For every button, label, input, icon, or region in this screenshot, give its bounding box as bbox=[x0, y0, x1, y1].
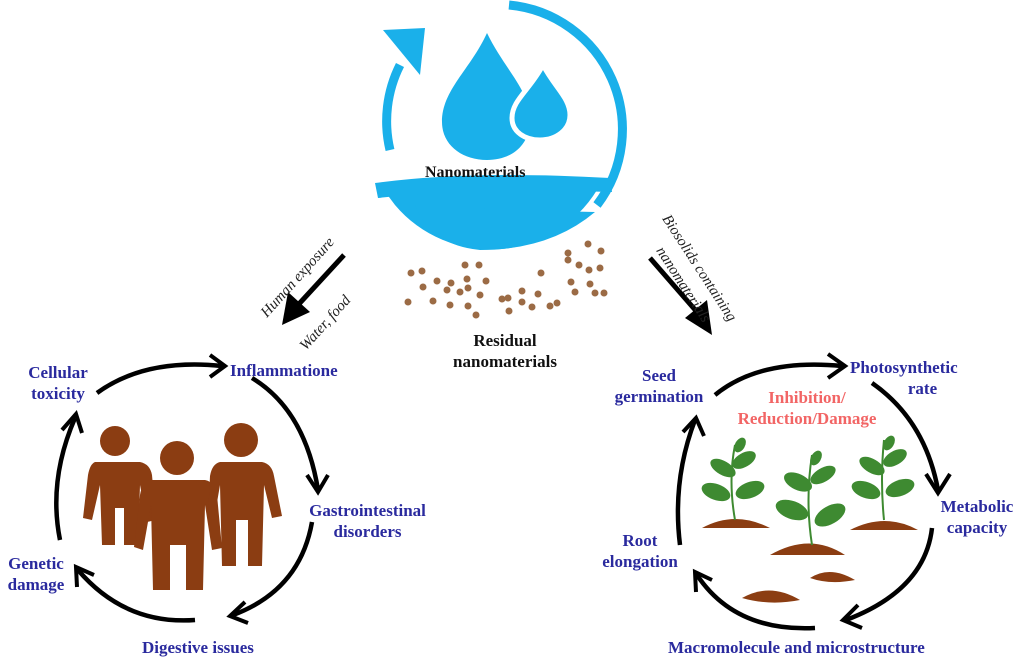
label-line: disorders bbox=[333, 522, 402, 541]
label-line: Photosynthetic bbox=[850, 358, 958, 377]
label-line: Inhibition/ bbox=[768, 388, 846, 407]
nanoparticle-dot bbox=[461, 261, 469, 269]
root-elongation-label: Root elongation bbox=[590, 530, 690, 572]
nanoparticle-dot bbox=[518, 298, 526, 306]
nanoparticle-dot bbox=[505, 307, 513, 315]
nanoparticle-dot bbox=[546, 302, 554, 310]
nanoparticle-dot bbox=[419, 283, 427, 291]
nanomaterials-title: Nanomaterials bbox=[425, 164, 526, 181]
small-drop-icon bbox=[509, 59, 573, 143]
label-line: elongation bbox=[602, 552, 678, 571]
residual-nanomaterials-label: Residual nanomaterials bbox=[450, 330, 560, 372]
seed-germination-label: Seed germination bbox=[604, 365, 714, 407]
metabolic-capacity-label: Metabolic capacity bbox=[930, 496, 1024, 538]
nanoparticle-dot bbox=[404, 298, 412, 306]
plants-icon bbox=[701, 435, 918, 603]
large-drop-icon bbox=[442, 33, 530, 160]
nanoparticle-dot bbox=[464, 284, 472, 292]
nanoparticle-dot bbox=[600, 289, 608, 297]
nanoparticle-dot bbox=[528, 303, 536, 311]
genetic-damage-label: Genetic damage bbox=[0, 553, 72, 595]
nanoparticle-dot bbox=[584, 240, 592, 248]
plant-cycle-arrows bbox=[675, 352, 952, 631]
nanoparticle-dot bbox=[482, 277, 490, 285]
inflammation-label: Inflammatione bbox=[230, 361, 338, 380]
label-line: damage bbox=[7, 575, 65, 594]
nanoparticle-dot bbox=[407, 269, 415, 277]
residual-particles bbox=[404, 240, 608, 319]
nanoparticle-dot bbox=[498, 295, 506, 303]
nanoparticle-dot bbox=[596, 264, 604, 272]
label-line: Seed bbox=[642, 366, 676, 385]
nanoparticle-dot bbox=[518, 287, 526, 295]
human-exposure-arrow bbox=[282, 253, 346, 325]
soil-mound-icon bbox=[770, 543, 845, 555]
nanoparticle-dot bbox=[504, 294, 512, 302]
label-line: germination bbox=[614, 387, 704, 406]
label-line: Cellular bbox=[28, 363, 88, 382]
label-line: Genetic bbox=[8, 554, 64, 573]
nanoparticle-dot bbox=[418, 267, 426, 275]
dry-soil-icon bbox=[810, 571, 855, 583]
residual-line1: Residual bbox=[473, 331, 537, 350]
label-line: capacity bbox=[946, 518, 1008, 537]
label-line: Gastrointestinal bbox=[309, 501, 426, 520]
label-line: toxicity bbox=[31, 384, 85, 403]
label-line: rate bbox=[907, 379, 938, 398]
macromolecule-microstructure-label: Macromolecule and microstructure bbox=[668, 638, 925, 657]
nanoparticle-dot bbox=[564, 256, 572, 264]
nanoparticle-dot bbox=[597, 247, 605, 255]
label-line: Metabolic bbox=[940, 497, 1014, 516]
nanoparticle-dot bbox=[447, 279, 455, 287]
nanoparticle-dot bbox=[429, 297, 437, 305]
nanoparticle-dot bbox=[537, 269, 545, 277]
nanoparticle-dot bbox=[476, 291, 484, 299]
digestive-issues-label: Digestive issues bbox=[142, 638, 254, 657]
nanoparticle-dot bbox=[443, 286, 451, 294]
biosolids-arrow bbox=[648, 256, 712, 335]
nanoparticle-dot bbox=[472, 311, 480, 319]
nanoparticle-dot bbox=[446, 301, 454, 309]
nanoparticle-dot bbox=[571, 288, 579, 296]
nanoparticle-dot bbox=[591, 289, 599, 297]
nanoparticle-dot bbox=[463, 275, 471, 283]
nanoparticle-dot bbox=[553, 299, 561, 307]
nanoparticle-dot bbox=[585, 266, 593, 274]
photosynthetic-rate-label: Photosynthetic rate bbox=[850, 357, 958, 399]
cycle-arrowhead-icon bbox=[383, 28, 425, 75]
nanoparticle-dot bbox=[456, 288, 464, 296]
label-line: Root bbox=[622, 531, 658, 550]
cellular-toxicity-label: Cellular toxicity bbox=[18, 362, 98, 404]
soil-mound-icon bbox=[702, 519, 770, 528]
human-cycle-arrows bbox=[54, 353, 330, 625]
people-icon bbox=[83, 423, 282, 590]
nanoparticle-dot bbox=[567, 278, 575, 286]
nanoparticle-dot bbox=[575, 261, 583, 269]
residual-line2: nanomaterials bbox=[453, 352, 557, 371]
nanoparticle-dot bbox=[586, 280, 594, 288]
nanoparticle-dot bbox=[475, 261, 483, 269]
water-drops-cycle-icon bbox=[375, 0, 627, 250]
soil-mound-icon bbox=[850, 521, 918, 530]
nanoparticle-dot bbox=[534, 290, 542, 298]
gastrointestinal-disorders-label: Gastrointestinal disorders bbox=[300, 500, 435, 542]
inhibition-reduction-damage-label: Inhibition/ Reduction/Damage bbox=[712, 387, 902, 429]
label-line: Reduction/Damage bbox=[737, 409, 877, 428]
dry-soil-icon bbox=[742, 590, 800, 603]
nanoparticle-dot bbox=[433, 277, 441, 285]
nanoparticle-dot bbox=[464, 302, 472, 310]
nanoparticle-dot bbox=[564, 249, 572, 257]
